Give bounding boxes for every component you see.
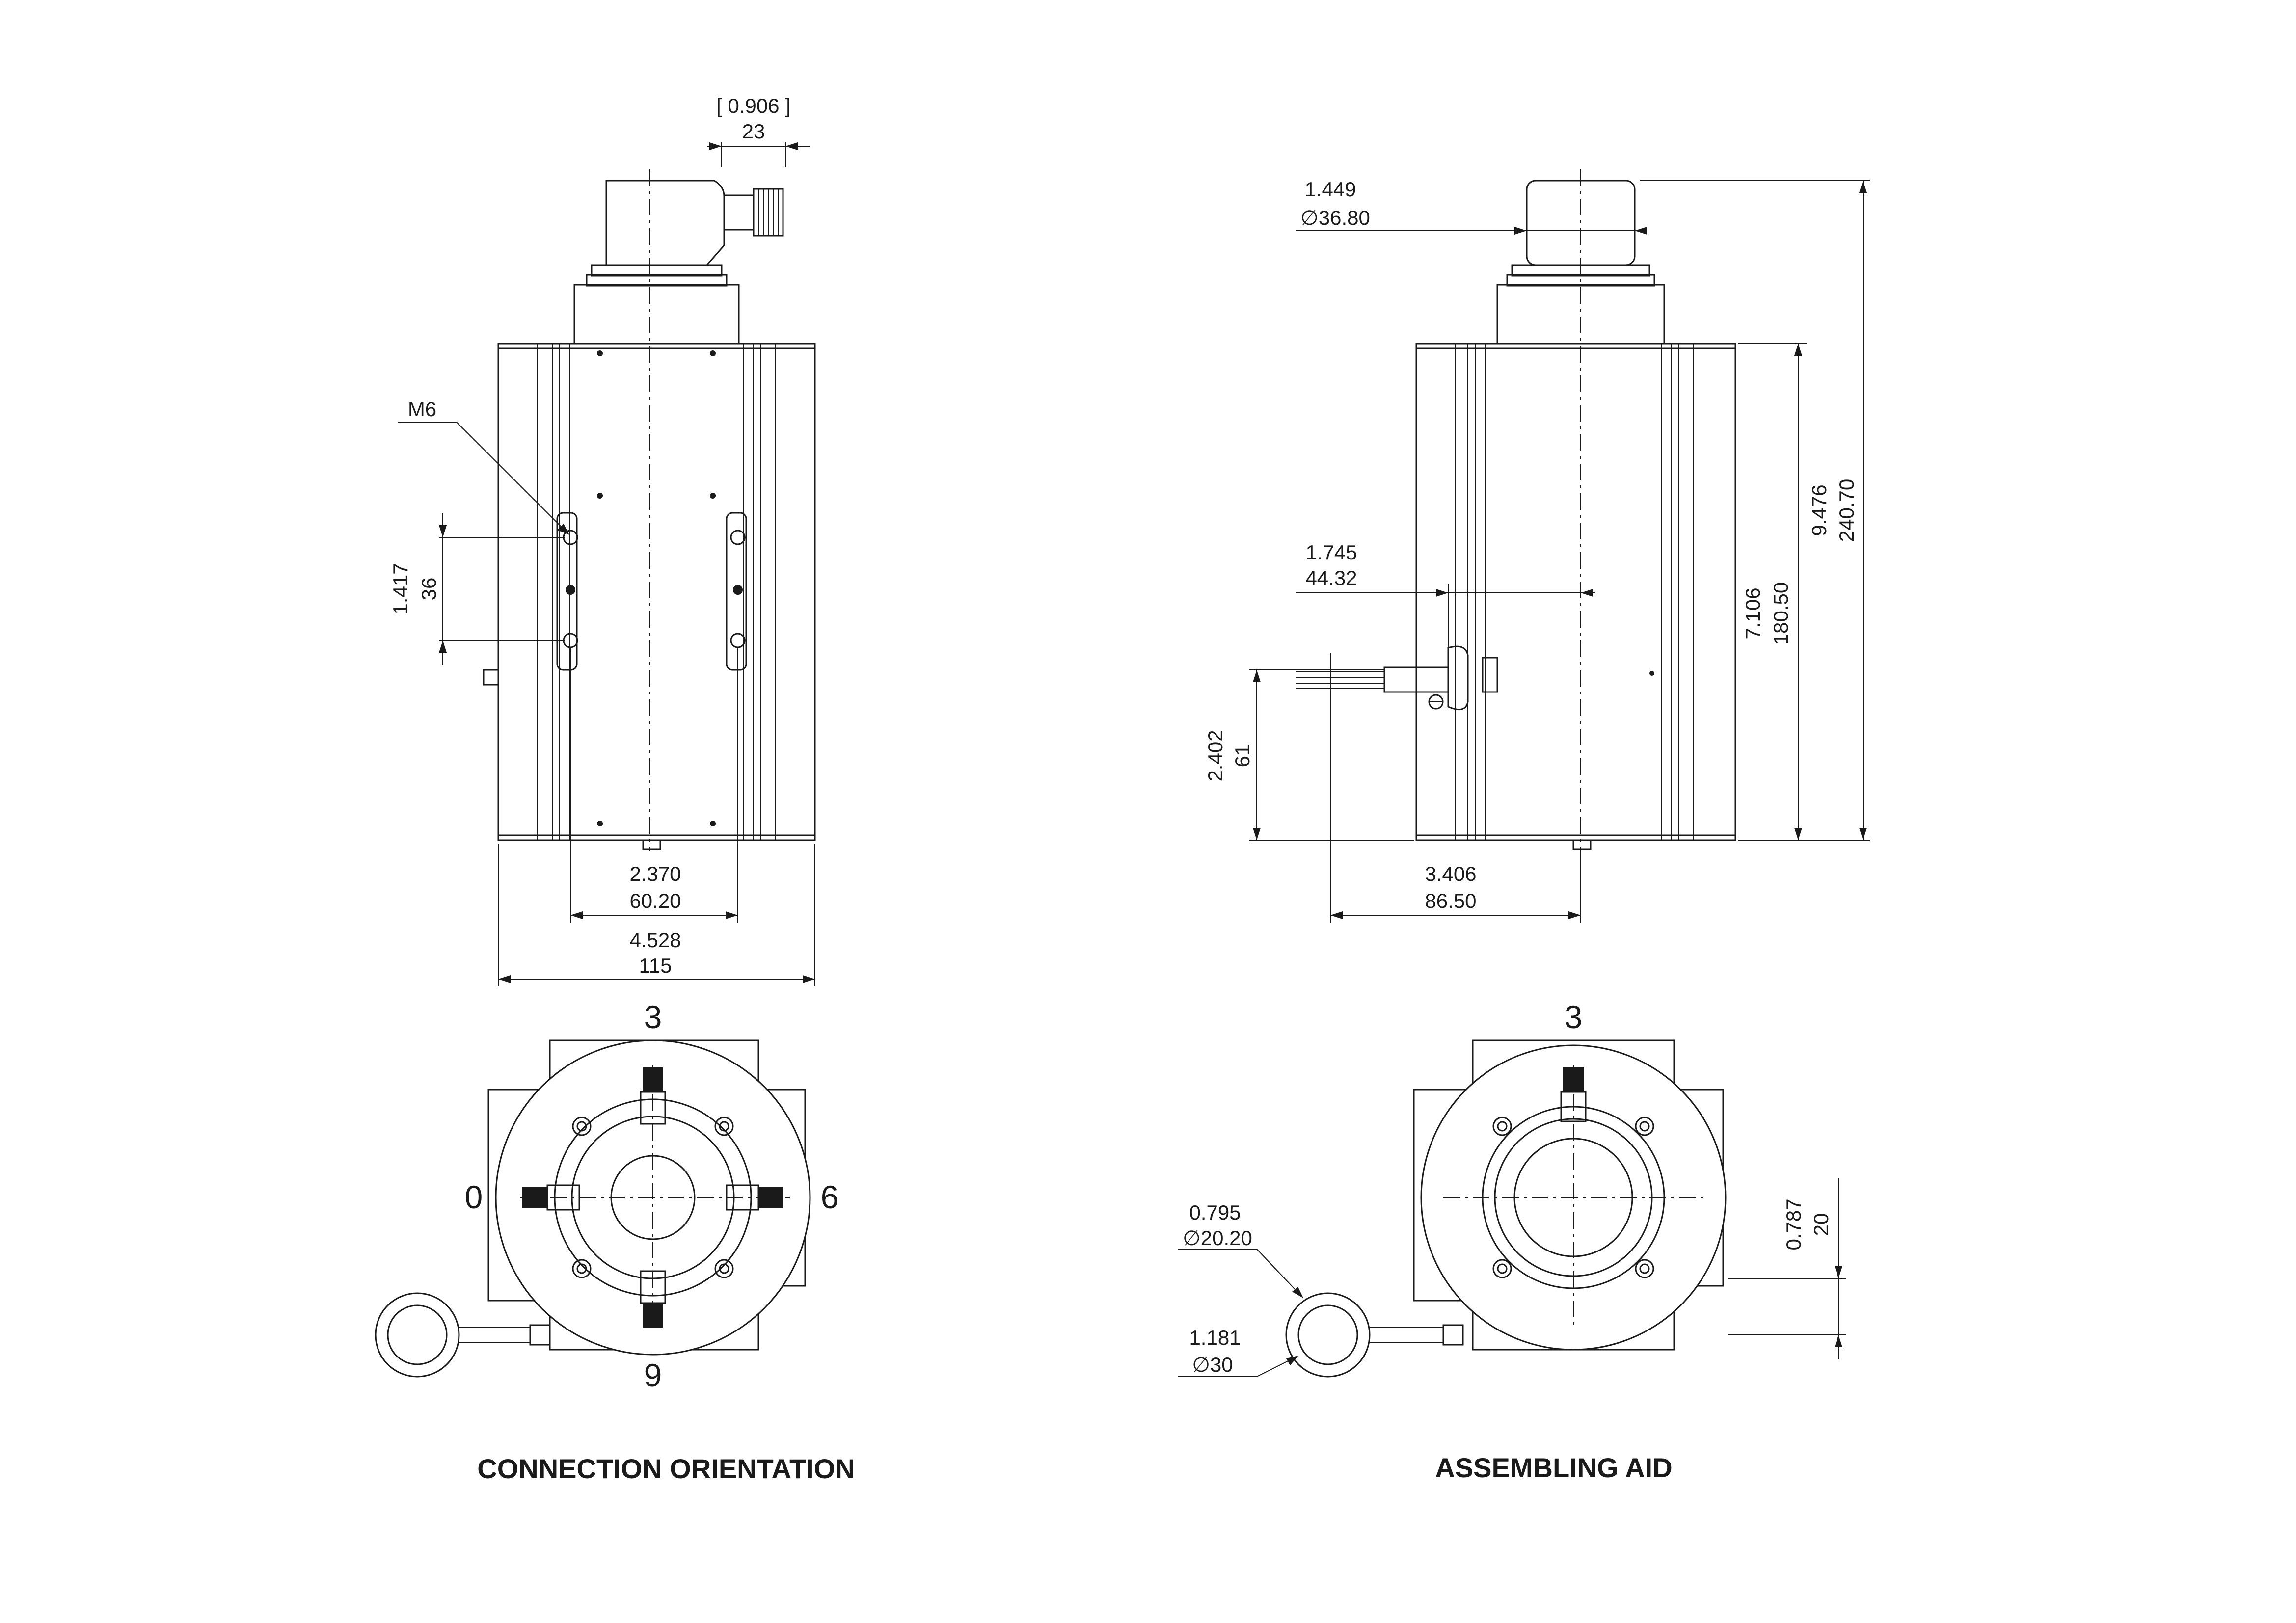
left-front-view xyxy=(483,169,816,851)
thread-label: M6 xyxy=(408,398,436,421)
orientation-right: 6 xyxy=(821,1179,839,1215)
lever-height-inch: 2.402 xyxy=(1204,730,1227,781)
bottom-left-view: 3 0 6 9 xyxy=(375,999,839,1393)
connector-offset-mm: 23 xyxy=(742,120,765,143)
left-body-outline xyxy=(497,343,816,841)
body-width-mm: 115 xyxy=(639,954,672,977)
orientation-top: 3 xyxy=(644,999,662,1035)
right-front-view xyxy=(1296,169,1736,851)
connector-diameter-inch: 1.449 xyxy=(1304,178,1356,201)
svg-text:[: [ xyxy=(716,94,722,117)
eye-offset-inch: 0.787 xyxy=(1782,1198,1805,1250)
ring-inner-inch: 0.795 xyxy=(1189,1201,1241,1224)
body-height-inch: 7.106 xyxy=(1741,587,1764,639)
hole-spacing-mm: 60.20 xyxy=(629,889,681,912)
caption-connection-orientation: CONNECTION ORIENTATION xyxy=(477,1453,855,1484)
ring-outer-mm: ∅30 xyxy=(1192,1353,1233,1376)
ring-inner-mm: ∅20.20 xyxy=(1183,1226,1252,1250)
eye-offset-mm: 20 xyxy=(1810,1213,1833,1236)
hole-pitch-inch: 1.417 xyxy=(389,563,412,614)
lever-offset-inch: 1.745 xyxy=(1305,541,1357,564)
connector-offset-inch: 0.906 xyxy=(728,94,779,117)
left-dimensions: 0.906 [ ] 23 M6 1.417 36 2.370 60.20 xyxy=(389,94,815,986)
body-height-mm: 180.50 xyxy=(1769,582,1792,645)
right-dimensions: 1.449 ∅36.80 9.476 240.70 7.106 180.50 1… xyxy=(1204,178,1870,923)
hole-pitch-mm: 36 xyxy=(417,578,440,601)
lever-offset-mm: 44.32 xyxy=(1305,566,1357,589)
hole-spacing-inch: 2.370 xyxy=(629,862,681,885)
right-orientation-top: 3 xyxy=(1565,999,1583,1035)
base-distance-mm: 86.50 xyxy=(1425,889,1476,912)
caption-assembling-aid: ASSEMBLING AID xyxy=(1435,1452,1672,1483)
orientation-bottom: 9 xyxy=(644,1357,662,1393)
bottom-right-view: 3 0.795 ∅20.20 1.181 ∅30 0.787 20 xyxy=(1178,999,1846,1378)
lever-height-mm: 61 xyxy=(1231,745,1254,768)
overall-height-inch: 9.476 xyxy=(1808,484,1831,536)
svg-text:]: ] xyxy=(785,94,791,117)
right-body-outline xyxy=(1415,343,1736,841)
base-distance-inch: 3.406 xyxy=(1425,862,1476,885)
ring-outer-inch: 1.181 xyxy=(1189,1326,1241,1349)
body-width-inch: 4.528 xyxy=(629,929,681,952)
connector-diameter-mm: ∅36.80 xyxy=(1300,206,1370,229)
overall-height-mm: 240.70 xyxy=(1835,479,1858,542)
orientation-left: 0 xyxy=(465,1179,483,1215)
